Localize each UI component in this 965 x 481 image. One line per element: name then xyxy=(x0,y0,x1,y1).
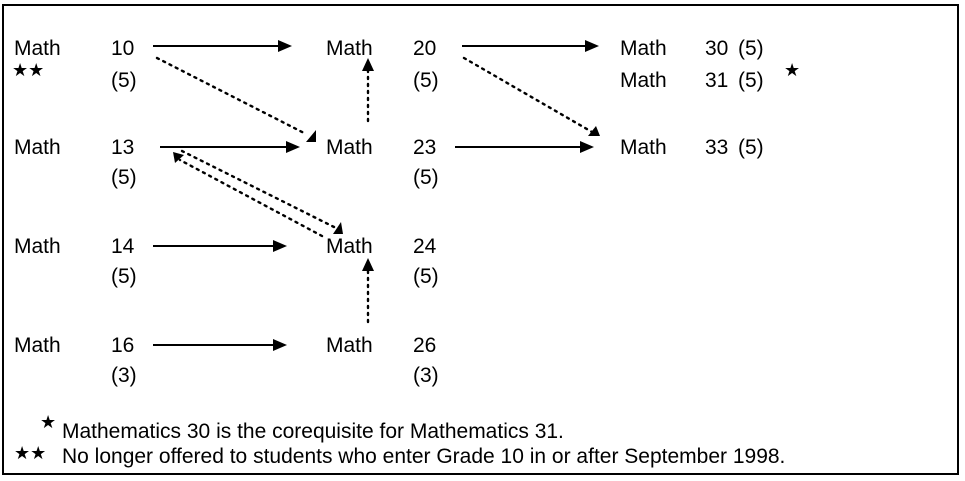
math14-word: Math xyxy=(14,235,61,258)
math30-number: 30 xyxy=(705,37,729,60)
math14-credits: (5) xyxy=(111,265,137,288)
math13-credits: (5) xyxy=(111,166,137,189)
math31-number: 31 xyxy=(705,69,729,92)
arrowhead-dotted xyxy=(306,130,316,142)
arrowhead-right xyxy=(278,40,292,52)
math24-credits: (5) xyxy=(413,265,439,288)
math16-credits: (3) xyxy=(111,364,137,387)
math33-word: Math xyxy=(620,136,667,159)
math33-credits: (5) xyxy=(738,136,764,159)
math10-number: 10 xyxy=(111,37,135,60)
arrowhead-dotted xyxy=(588,126,600,136)
arrowhead-right xyxy=(585,40,599,52)
math33-number: 33 xyxy=(705,136,729,159)
math10-credits: (5) xyxy=(111,69,137,92)
arrowhead-right xyxy=(580,141,594,153)
dotted-arrow-math13-to-math24 xyxy=(180,149,336,229)
math26-number: 26 xyxy=(413,334,437,357)
arrowhead-dotted xyxy=(173,152,184,163)
math16-number: 16 xyxy=(111,334,135,357)
math26-credits: (3) xyxy=(413,364,439,387)
footnote-2-symbol: ★★ xyxy=(14,443,47,464)
diagram-frame xyxy=(2,4,959,475)
arrowhead-dotted xyxy=(333,222,343,234)
math13-number: 13 xyxy=(111,136,135,159)
dotted-arrow-math10-to-math23 xyxy=(155,56,308,136)
math30-credits: (5) xyxy=(738,37,764,60)
footnote-1-symbol: ★ xyxy=(40,412,57,433)
math23-number: 23 xyxy=(413,136,437,159)
math24-word: Math xyxy=(326,235,373,258)
dotted-arrow-math24-to-math13 xyxy=(178,158,324,238)
arrowhead-right xyxy=(286,141,300,153)
math14-number: 14 xyxy=(111,235,135,258)
math26-word: Math xyxy=(326,334,373,357)
arrowhead-up xyxy=(362,58,374,71)
arrowhead-right xyxy=(273,240,287,252)
math31-credits: (5) xyxy=(738,69,764,92)
math13-word: Math xyxy=(14,136,61,159)
math31-word: Math xyxy=(620,69,667,92)
math31-star: ★ xyxy=(784,60,801,81)
math20-number: 20 xyxy=(413,37,437,60)
math16-word: Math xyxy=(14,334,61,357)
footnote-2-text: No longer offered to students who enter … xyxy=(62,445,786,468)
dotted-arrow-math20-to-math33 xyxy=(462,56,594,134)
math23-credits: (5) xyxy=(413,166,439,189)
math10-stars: ★★ xyxy=(12,60,45,81)
math20-credits: (5) xyxy=(413,69,439,92)
math10-word: Math xyxy=(14,37,61,60)
arrowhead-right xyxy=(273,339,287,351)
math30-word: Math xyxy=(620,37,667,60)
math24-number: 24 xyxy=(413,235,437,258)
math23-word: Math xyxy=(326,136,373,159)
math20-word: Math xyxy=(326,37,373,60)
arrowhead-up xyxy=(362,258,374,271)
footnote-1-text: Mathematics 30 is the corequisite for Ma… xyxy=(62,420,564,443)
